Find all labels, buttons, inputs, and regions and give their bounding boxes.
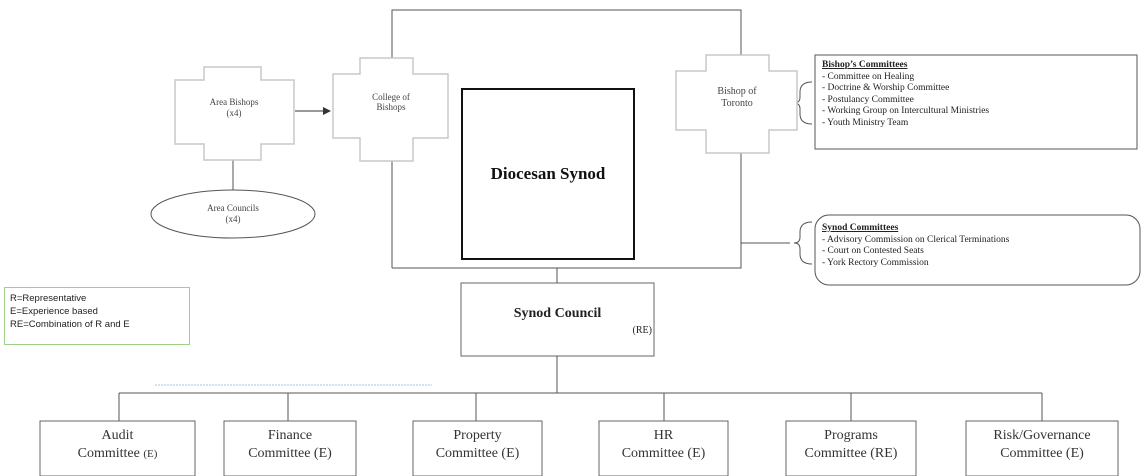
area-councils-shape <box>150 189 316 239</box>
risk-committee-label: Risk/Governance Committee (E) <box>993 428 1091 461</box>
college-of-bishops-shape <box>332 57 449 162</box>
synod-council-title: Synod Council <box>513 306 602 321</box>
legend-item: RE=Combination of R and E <box>10 319 130 330</box>
synod-committees-title: Synod Committees <box>822 223 899 233</box>
programs-committee-label: Programs Committee (RE) <box>804 428 898 461</box>
area-bishops-label: Area Bishops (x4) <box>209 97 259 119</box>
bishops-committees-title: Bishop’s Committees <box>822 60 908 70</box>
synod-committee-item: - York Rectory Commission <box>822 257 929 268</box>
finance-committee-label: Finance Committee (E) <box>248 428 332 461</box>
audit-committee-label: Audit Committee (E) <box>77 428 158 461</box>
area-bishops-shape <box>174 66 295 161</box>
synod-committee-item: - Advisory Commission on Clerical Termin… <box>822 234 1010 245</box>
bishops-committee-item: - Committee on Healing <box>822 71 915 82</box>
synod-council-box <box>460 282 655 357</box>
synod-council-code: (RE) <box>632 325 652 336</box>
bishops-committees-list: Bishop’s Committees - Committee on Heali… <box>822 60 1134 129</box>
bishops-committee-item: - Doctrine & Worship Committee <box>822 83 950 93</box>
diocesan-synod-box <box>461 88 635 260</box>
bishops-committee-item: - Working Group on Intercultural Ministr… <box>822 106 990 116</box>
legend-item: E=Experience based <box>10 306 98 317</box>
synod-committees-brace <box>793 221 813 265</box>
legend-box: R=Representative E=Experience based RE=C… <box>4 287 190 345</box>
audit-committee-box <box>39 420 196 476</box>
programs-committee-box <box>785 420 917 476</box>
diocesan-synod-title: Diocesan Synod <box>490 164 606 183</box>
synod-committees-list: Synod Committees - Advisory Commission o… <box>822 223 1137 269</box>
bishops-committee-item: - Youth Ministry Team <box>822 117 909 128</box>
bishops-committees-box <box>814 54 1138 150</box>
finance-committee-box <box>223 420 357 476</box>
synod-committees-box <box>814 214 1141 286</box>
property-committee-box <box>412 420 543 476</box>
property-committee-label: Property Committee (E) <box>435 428 520 461</box>
synod-committee-item: - Court on Contested Seats <box>822 246 924 256</box>
hr-committee-label: HR Committee (E) <box>621 428 706 461</box>
bishop-of-toronto-shape <box>675 54 798 154</box>
bishop-of-toronto-label: Bishop of Toronto <box>717 86 757 109</box>
area-councils-label: Area Councils (x4) <box>207 203 259 225</box>
college-of-bishops-label: College of Bishops <box>372 92 410 113</box>
hr-committee-box <box>598 420 729 476</box>
risk-committee-box <box>965 420 1119 476</box>
arrow-head <box>323 107 331 115</box>
legend-item: R=Representative <box>10 293 87 304</box>
bishops-committee-item: - Postulancy Committee <box>822 94 914 105</box>
